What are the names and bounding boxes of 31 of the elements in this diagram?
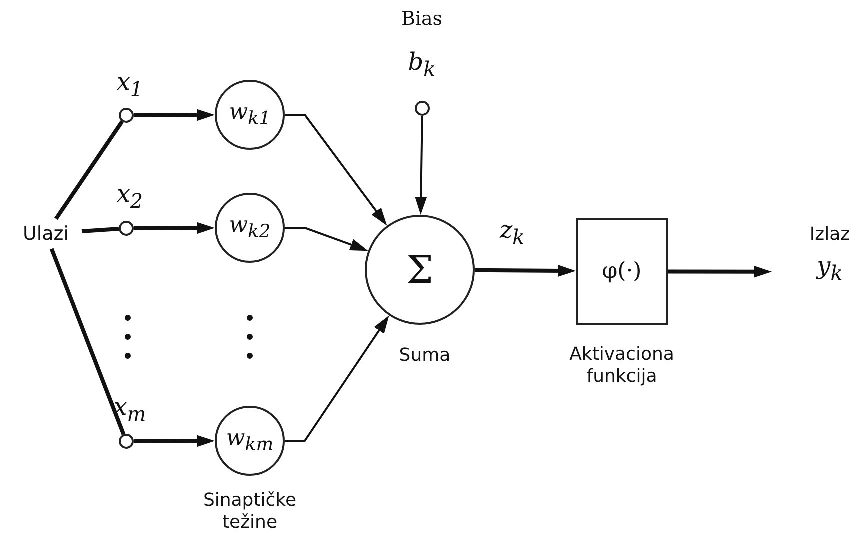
connector-line (50, 248, 126, 436)
variable-label: y$_{k}$ (815, 252, 844, 285)
node-caption: Aktivaciona funkcija (568, 344, 676, 388)
connector-line (54, 120, 124, 220)
input-terminal (119, 221, 134, 236)
input-terminal (415, 101, 430, 116)
connector-line (82, 227, 120, 234)
activation-box: φ(·) (576, 218, 668, 325)
input-terminal (119, 434, 134, 449)
input-terminal (119, 108, 134, 123)
arrow (134, 435, 215, 448)
output-label: Izlaz (808, 224, 852, 246)
arrow (415, 116, 428, 215)
variable-label: x$_{1}$ (116, 68, 144, 101)
arrow (134, 109, 215, 122)
arrow (668, 266, 772, 278)
arrow (285, 114, 388, 226)
variable-label: b$_{k}$ (407, 48, 437, 81)
arrow (474, 264, 576, 277)
input-label: Ulazi (10, 219, 82, 249)
arrow (285, 227, 368, 252)
node-caption: Bias (400, 8, 444, 31)
arrow (134, 222, 215, 234)
variable-label: x$_{2}$ (116, 180, 144, 213)
weight-circle: w$_{km}$ (215, 406, 285, 476)
arrow (285, 316, 390, 442)
node-caption: Sinaptičke težine (202, 490, 298, 534)
summation-circle: Σ (365, 215, 475, 325)
weight-circle: w$_{k1}$ (215, 80, 285, 150)
node-caption: Suma (398, 345, 452, 367)
weight-circle: w$_{k2}$ (215, 193, 285, 263)
